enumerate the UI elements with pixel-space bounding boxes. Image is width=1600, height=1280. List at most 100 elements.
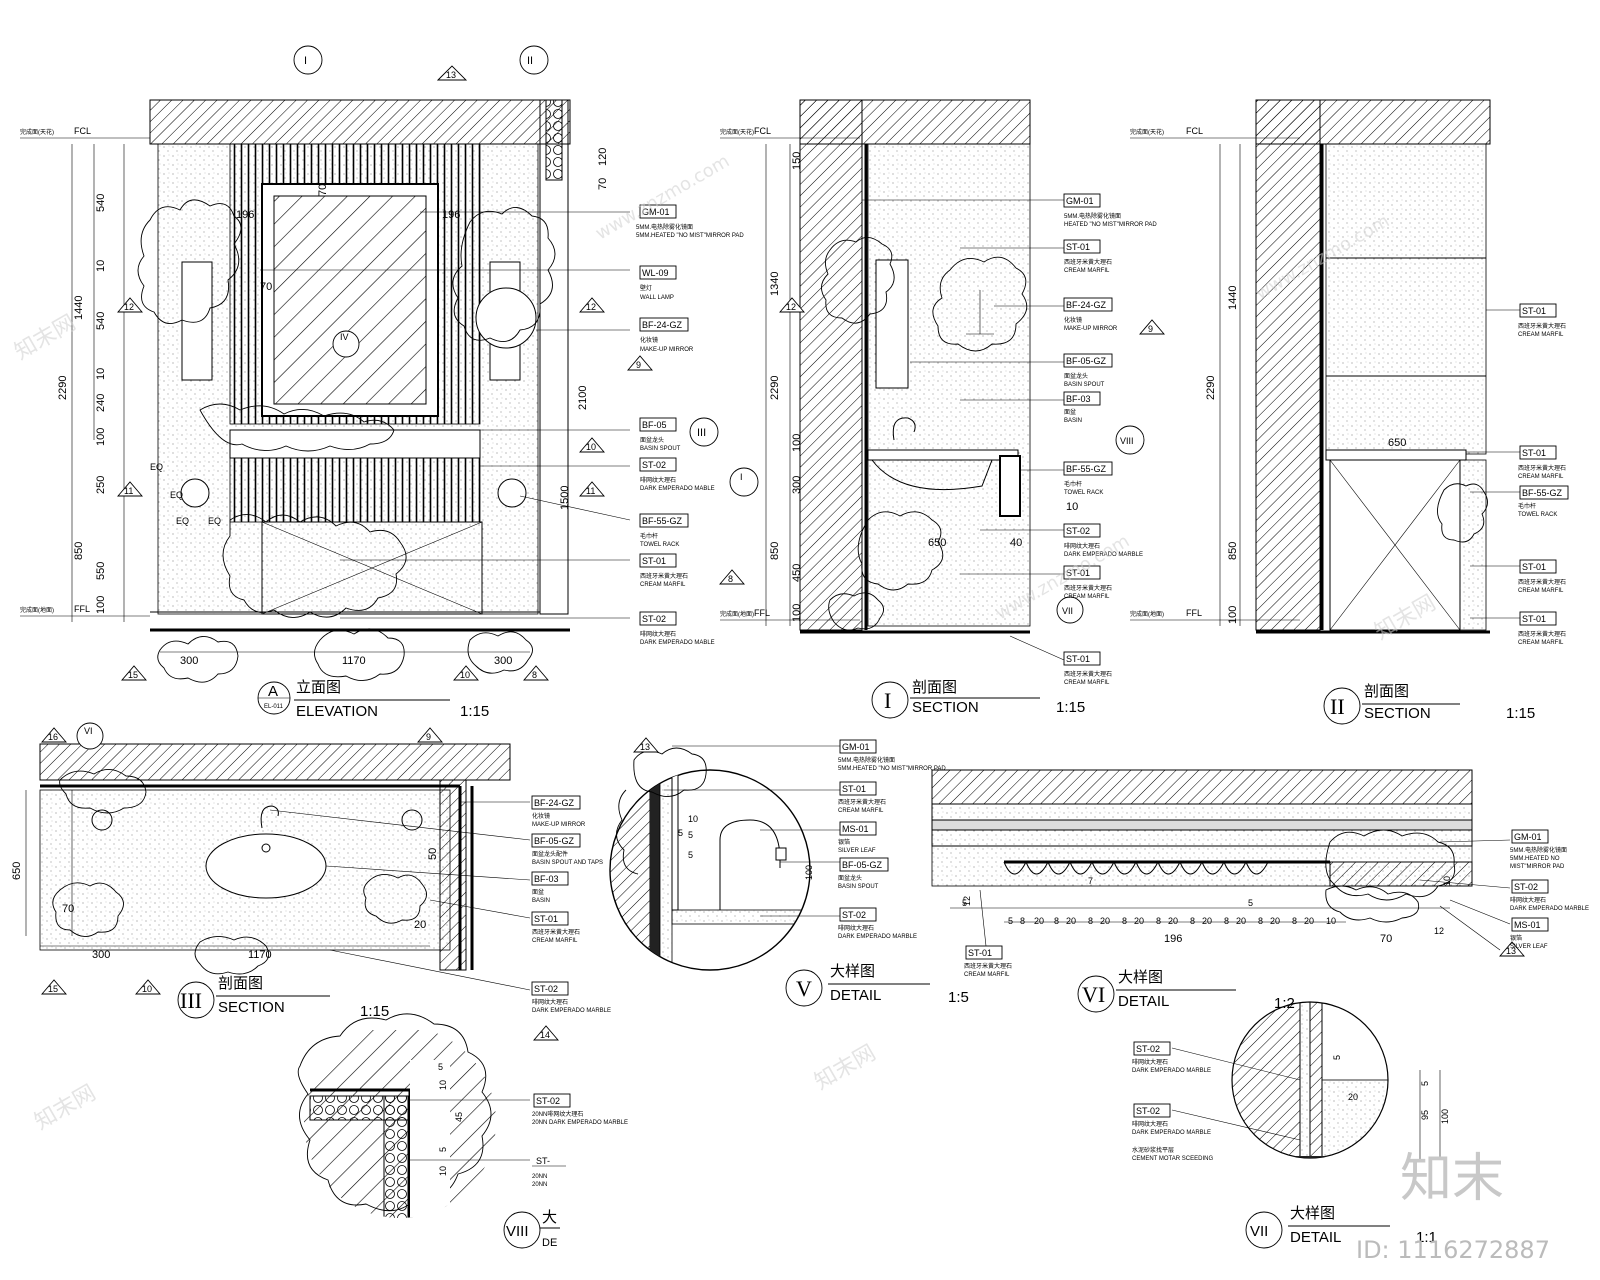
svg-text:11: 11 bbox=[124, 486, 133, 496]
svg-text:FCL: FCL bbox=[1186, 126, 1203, 136]
svg-text:550: 550 bbox=[95, 562, 107, 580]
svg-text:SECTION: SECTION bbox=[218, 999, 285, 1016]
svg-text:5MM.电热除雾化镜面: 5MM.电热除雾化镜面 bbox=[636, 223, 693, 231]
svg-text:20: 20 bbox=[1066, 916, 1076, 926]
svg-text:300: 300 bbox=[180, 655, 198, 667]
tag-st02-viii: ST-02 20NN啡网纹大理石 20NN DARK EMPERADO MARB… bbox=[532, 1093, 628, 1126]
tag-st01-vi: ST-01 西班牙米黄大理石 CREAM MARFIL bbox=[964, 945, 1012, 978]
svg-text:DARK EMPERADO MARBLE: DARK EMPERADO MARBLE bbox=[1064, 552, 1143, 558]
svg-text:5: 5 bbox=[688, 850, 693, 860]
svg-text:FFL: FFL bbox=[754, 608, 770, 618]
svg-text:VII: VII bbox=[1250, 1223, 1268, 1240]
svg-text:面盆龙头配件: 面盆龙头配件 bbox=[532, 850, 568, 858]
svg-text:100: 100 bbox=[791, 434, 803, 452]
svg-text:水泥砂浆找平层: 水泥砂浆找平层 bbox=[1132, 1146, 1174, 1154]
tag-st02-v: ST-02 啡网纹大理石 DARK EMPERADO MARBLE bbox=[838, 907, 917, 940]
svg-text:20: 20 bbox=[1168, 916, 1178, 926]
svg-text:ST-01: ST-01 bbox=[842, 784, 866, 794]
svg-text:知末网: 知末网 bbox=[811, 1041, 881, 1096]
tag-st01b-s2: ST-01 西班牙米黄大理石 CREAM MARFIL bbox=[1518, 445, 1566, 480]
svg-text:1170: 1170 bbox=[248, 949, 272, 961]
svg-text:西班牙米黄大理石: 西班牙米黄大理石 bbox=[532, 928, 580, 936]
tag-st02-s3: ST-02 啡网纹大理石 DARK EMPERADO MARBLE bbox=[531, 981, 611, 1014]
tag-bf03-s1: BF-03 面盆 BASIN bbox=[1063, 391, 1101, 424]
svg-text:西班牙米黄大理石: 西班牙米黄大理石 bbox=[1518, 322, 1566, 330]
svg-text:大样图: 大样图 bbox=[1118, 969, 1163, 986]
svg-text:8: 8 bbox=[1122, 916, 1127, 926]
svg-text:70: 70 bbox=[260, 281, 272, 293]
tag-ms01-v: MS-01 银箔 SILVER LEAF bbox=[838, 821, 877, 854]
svg-text:BF-05-GZ: BF-05-GZ bbox=[1066, 356, 1107, 366]
svg-text:9: 9 bbox=[426, 732, 431, 742]
svg-text:300: 300 bbox=[494, 655, 512, 667]
svg-text:196: 196 bbox=[236, 209, 254, 221]
svg-text:面盆: 面盆 bbox=[532, 888, 544, 896]
svg-text:西班牙米黄大理石: 西班牙米黄大理石 bbox=[1064, 670, 1112, 678]
tag-bf55-s2: BF-55-GZ 毛巾杆 TOWEL RACK bbox=[1518, 485, 1569, 518]
svg-text:IV: IV bbox=[340, 332, 349, 342]
detail-vii: 5 20 95 100 5 ST-02 啡网纹大理石 DARK EMPERADO… bbox=[1132, 1001, 1450, 1249]
svg-text:化妆镜: 化妆镜 bbox=[532, 812, 550, 820]
svg-text:20NN啡网纹大理石: 20NN啡网纹大理石 bbox=[532, 1110, 583, 1118]
svg-text:II: II bbox=[527, 55, 533, 67]
svg-text:196: 196 bbox=[1164, 933, 1182, 945]
svg-text:12: 12 bbox=[962, 896, 972, 906]
tag-bf55-elev: BF-55-GZ 毛巾杆 TOWEL RACK bbox=[639, 513, 689, 548]
svg-text:ST-: ST- bbox=[536, 1156, 550, 1166]
svg-text:西班牙米黄大理石: 西班牙米黄大理石 bbox=[1518, 464, 1566, 472]
svg-text:立面图: 立面图 bbox=[296, 679, 341, 696]
svg-text:VIII: VIII bbox=[506, 1223, 529, 1240]
svg-text:DARK EMPERADO MABLE: DARK EMPERADO MABLE bbox=[640, 640, 715, 646]
svg-text:SECTION: SECTION bbox=[1364, 705, 1431, 722]
svg-text:850: 850 bbox=[1227, 542, 1239, 560]
svg-text:ST-02: ST-02 bbox=[642, 614, 666, 624]
svg-text:银箔: 银箔 bbox=[1510, 934, 1522, 942]
title-section-i: I 剖面图 SECTION 1:15 bbox=[871, 679, 1085, 719]
svg-text:300: 300 bbox=[791, 476, 803, 494]
svg-text:5: 5 bbox=[688, 830, 693, 840]
tag-bf05-elev: BF-05 面盆龙头 BASIN SPOUT bbox=[639, 417, 681, 452]
makeup-mirror bbox=[475, 287, 537, 349]
svg-text:10: 10 bbox=[688, 814, 698, 824]
tag-wl09-elev: WL-09 壁灯 WALL LAMP bbox=[639, 265, 677, 301]
svg-text:250: 250 bbox=[95, 476, 107, 494]
svg-text:20: 20 bbox=[1236, 916, 1246, 926]
svg-text:ELEVATION: ELEVATION bbox=[296, 703, 378, 720]
svg-text:540: 540 bbox=[95, 312, 107, 330]
svg-text:CREAM MARFIL: CREAM MARFIL bbox=[1064, 594, 1110, 600]
svg-text:MAKE-UP MIRROR: MAKE-UP MIRROR bbox=[1064, 326, 1118, 332]
svg-text:A: A bbox=[268, 683, 278, 700]
svg-text:西班牙米黄大理石: 西班牙米黄大理石 bbox=[640, 572, 688, 580]
svg-text:FCL: FCL bbox=[74, 126, 91, 136]
svg-text:I: I bbox=[884, 688, 891, 713]
title-elevation: A EL-011 立面图 ELEVATION 1:15 bbox=[257, 679, 489, 720]
watermark-brand: 知末 bbox=[1400, 1149, 1504, 1209]
svg-text:8: 8 bbox=[1190, 916, 1195, 926]
svg-text:70: 70 bbox=[62, 903, 74, 915]
ceiling-slab bbox=[149, 99, 571, 145]
svg-text:III: III bbox=[180, 988, 202, 1013]
svg-text:12: 12 bbox=[1434, 926, 1444, 936]
svg-text:5: 5 bbox=[962, 898, 967, 908]
tag-st02b-vii: ST-02 啡网纹大理石 DARK EMPERADO MARBLE 水泥砂浆找平… bbox=[1132, 1103, 1213, 1162]
svg-text:啡网纹大理石: 啡网纹大理石 bbox=[1132, 1120, 1168, 1128]
svg-text:VIII: VIII bbox=[1120, 436, 1134, 446]
svg-text:CREAM MARFIL: CREAM MARFIL bbox=[640, 582, 686, 588]
tag-st01-elev: ST-01 西班牙米黄大理石 CREAM MARFIL bbox=[639, 553, 688, 588]
svg-text:650: 650 bbox=[928, 537, 946, 549]
svg-text:1:5: 1:5 bbox=[948, 989, 969, 1006]
svg-text:DARK EMPERADO MARBLE: DARK EMPERADO MARBLE bbox=[838, 934, 917, 940]
svg-text:850: 850 bbox=[73, 542, 85, 560]
svg-text:450: 450 bbox=[791, 564, 803, 582]
svg-text:10: 10 bbox=[460, 670, 470, 680]
svg-text:壁灯: 壁灯 bbox=[640, 284, 652, 292]
svg-text:240: 240 bbox=[95, 394, 107, 412]
svg-text:40: 40 bbox=[1010, 537, 1022, 549]
svg-text:1170: 1170 bbox=[342, 655, 366, 667]
tag-st01-v: ST-01 西班牙米黄大理石 CREAM MARFIL bbox=[838, 781, 886, 814]
tag-gm01-s1: GM-01 5MM.电热除雾化镜面 HEATED "NO MIST"MIRROR… bbox=[1063, 193, 1157, 228]
svg-text:CREAM MARFIL: CREAM MARFIL bbox=[1064, 268, 1110, 274]
svg-text:MAKE-UP MIRROR: MAKE-UP MIRROR bbox=[532, 822, 586, 828]
svg-text:CREAM MARFIL: CREAM MARFIL bbox=[532, 938, 578, 944]
